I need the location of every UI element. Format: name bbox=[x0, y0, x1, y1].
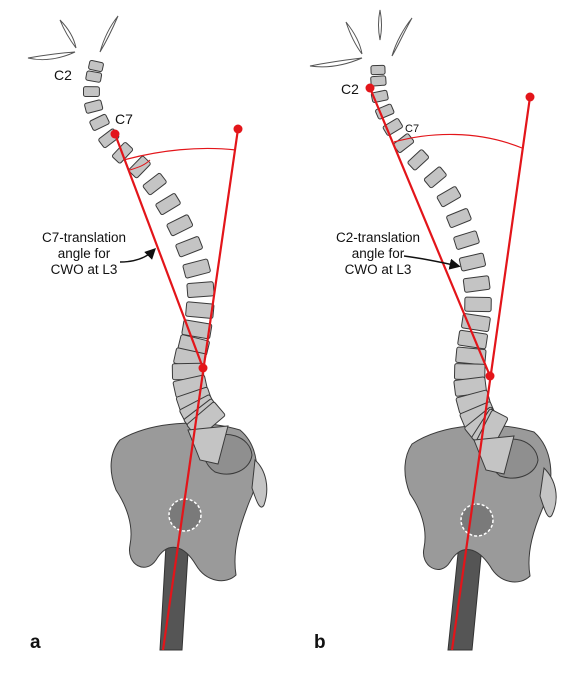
label-c2: C2 bbox=[54, 67, 72, 83]
femoral-head-point bbox=[233, 124, 243, 134]
annotation-arrow bbox=[403, 255, 461, 270]
annotation-line-2: angle for bbox=[58, 246, 111, 261]
skull-base-outline bbox=[309, 9, 413, 68]
vertebra bbox=[462, 275, 491, 293]
c2-point bbox=[365, 83, 375, 93]
annotation-line-1: C7-translation bbox=[42, 230, 126, 245]
vertebra bbox=[182, 258, 211, 279]
vertebra bbox=[453, 230, 480, 250]
spine-vertebrae bbox=[82, 59, 229, 465]
vertebra bbox=[185, 301, 215, 319]
label-c7: C7 bbox=[405, 123, 419, 135]
annotation-line-3: CWO at L3 bbox=[51, 262, 118, 277]
annotation-line-1: C2-translation bbox=[336, 230, 420, 245]
vertebra bbox=[370, 75, 387, 87]
panel-b: C2 C7 C2-translation angle for CWO at L3… bbox=[309, 9, 557, 653]
vertebra bbox=[457, 329, 488, 350]
panel-a: C2 C7 C7-translation angle for CWO at L3… bbox=[27, 15, 268, 653]
annotation-text: C2-translation angle for CWO at L3 bbox=[336, 230, 420, 277]
vertebra bbox=[464, 296, 492, 313]
vertebra bbox=[166, 214, 194, 237]
angle-arc bbox=[123, 147, 237, 161]
vertebra bbox=[89, 113, 110, 131]
sacrum bbox=[187, 425, 229, 465]
femoral-head-point bbox=[525, 92, 535, 102]
annotation-text: C7-translation angle for CWO at L3 bbox=[42, 230, 126, 277]
vertebra bbox=[407, 149, 429, 171]
annotation-line-3: CWO at L3 bbox=[345, 262, 412, 277]
annotation-arrow bbox=[119, 248, 156, 263]
annotation-line-2: angle for bbox=[352, 246, 405, 261]
vertebra bbox=[84, 99, 104, 114]
angle-arc bbox=[393, 133, 523, 149]
vertebra bbox=[423, 166, 447, 189]
label-c7: C7 bbox=[115, 111, 133, 127]
femoral-head bbox=[460, 503, 494, 537]
vertebra bbox=[175, 236, 203, 258]
l3-point bbox=[485, 371, 495, 381]
c2-to-l3-line bbox=[368, 87, 492, 377]
sacrum bbox=[473, 435, 515, 475]
vertebra bbox=[155, 193, 181, 216]
angle-arc-inner bbox=[129, 159, 151, 171]
vertebra bbox=[85, 70, 103, 83]
plumb-line bbox=[161, 128, 240, 651]
label-c2: C2 bbox=[341, 81, 359, 97]
measurement-lines bbox=[110, 124, 243, 651]
measurement-lines bbox=[365, 83, 535, 651]
panel-letter-b: b bbox=[314, 632, 326, 653]
vertebra bbox=[82, 86, 100, 98]
panel-letter-a: a bbox=[30, 632, 41, 653]
vertebra bbox=[186, 281, 215, 299]
c7-point bbox=[110, 129, 120, 139]
c7-to-l3-line bbox=[113, 133, 205, 369]
vertebra bbox=[88, 59, 104, 73]
femoral-head bbox=[168, 498, 202, 532]
skull-base-outline bbox=[27, 15, 119, 61]
vertebra bbox=[458, 252, 486, 272]
vertebra bbox=[142, 172, 167, 196]
vertebra bbox=[446, 208, 472, 228]
pelvis bbox=[110, 422, 268, 582]
l3-point bbox=[198, 363, 208, 373]
vertebra bbox=[370, 64, 386, 76]
vertebra bbox=[436, 186, 462, 208]
